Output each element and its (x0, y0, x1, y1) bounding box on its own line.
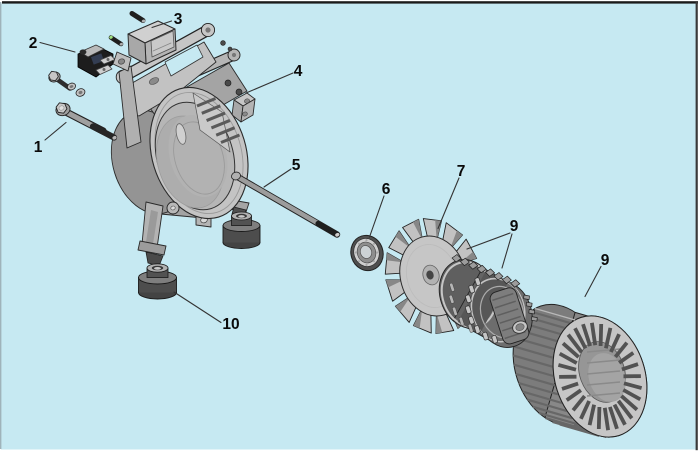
svg-text:2: 2 (29, 35, 38, 52)
svg-text:1: 1 (34, 139, 43, 156)
svg-text:6: 6 (382, 181, 391, 198)
svg-text:10: 10 (222, 316, 239, 333)
svg-text:7: 7 (457, 163, 466, 180)
svg-text:3: 3 (174, 11, 183, 28)
svg-text:4: 4 (294, 63, 303, 80)
svg-text:5: 5 (292, 157, 301, 174)
svg-text:9: 9 (510, 218, 519, 235)
svg-text:9: 9 (601, 252, 610, 269)
